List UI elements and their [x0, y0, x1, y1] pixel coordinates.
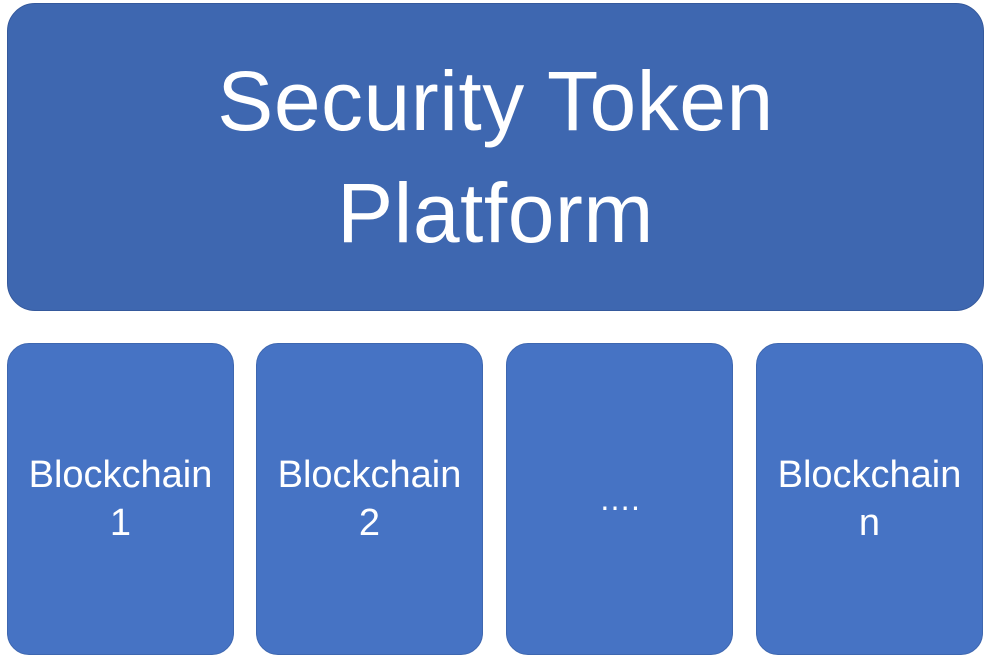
- blockchain-2-box: Blockchain 2: [256, 343, 483, 655]
- blockchain-1-label: Blockchain: [28, 454, 213, 496]
- platform-title-line-1: Security Token: [217, 54, 774, 148]
- blockchain-1-number: 1: [109, 502, 132, 544]
- blockchain-1-box: Blockchain 1: [7, 343, 234, 655]
- platform-title-line-2: Platform: [337, 166, 654, 260]
- blockchain-ellipsis-label: ….: [599, 481, 640, 517]
- blockchain-2-number: 2: [358, 502, 381, 544]
- blockchain-n-number: n: [858, 502, 881, 544]
- blockchain-2-label: Blockchain: [277, 454, 462, 496]
- blockchain-n-label: Blockchain: [777, 454, 962, 496]
- security-token-platform-box: Security Token Platform: [7, 3, 984, 311]
- blockchain-ellipsis-box: ….: [506, 343, 733, 655]
- blockchain-n-box: Blockchain n: [756, 343, 983, 655]
